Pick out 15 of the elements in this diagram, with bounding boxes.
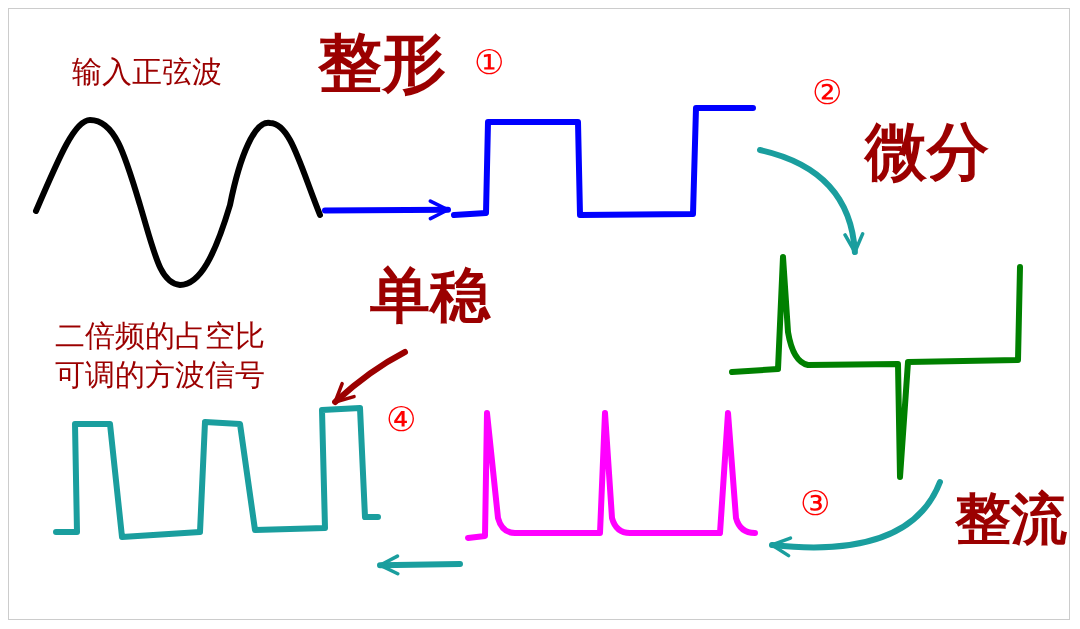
arrow	[332, 349, 408, 405]
edge-label: 整流	[955, 488, 1067, 550]
step-number: ③	[800, 486, 830, 520]
arrow	[769, 479, 943, 557]
arrow	[322, 199, 451, 221]
arrow	[757, 147, 864, 255]
step-number: ②	[812, 75, 842, 109]
edge-label: 微分	[865, 118, 989, 187]
step-number: ①	[474, 45, 504, 79]
heading-text: 输入正弦波	[72, 53, 223, 91]
step-number: ④	[386, 402, 416, 436]
arrow	[377, 554, 463, 576]
heading-text: 二倍频的占空比可调的方波信号	[55, 317, 266, 394]
edge-label: 单稳	[370, 262, 490, 328]
edge-label: 整形	[318, 28, 446, 99]
